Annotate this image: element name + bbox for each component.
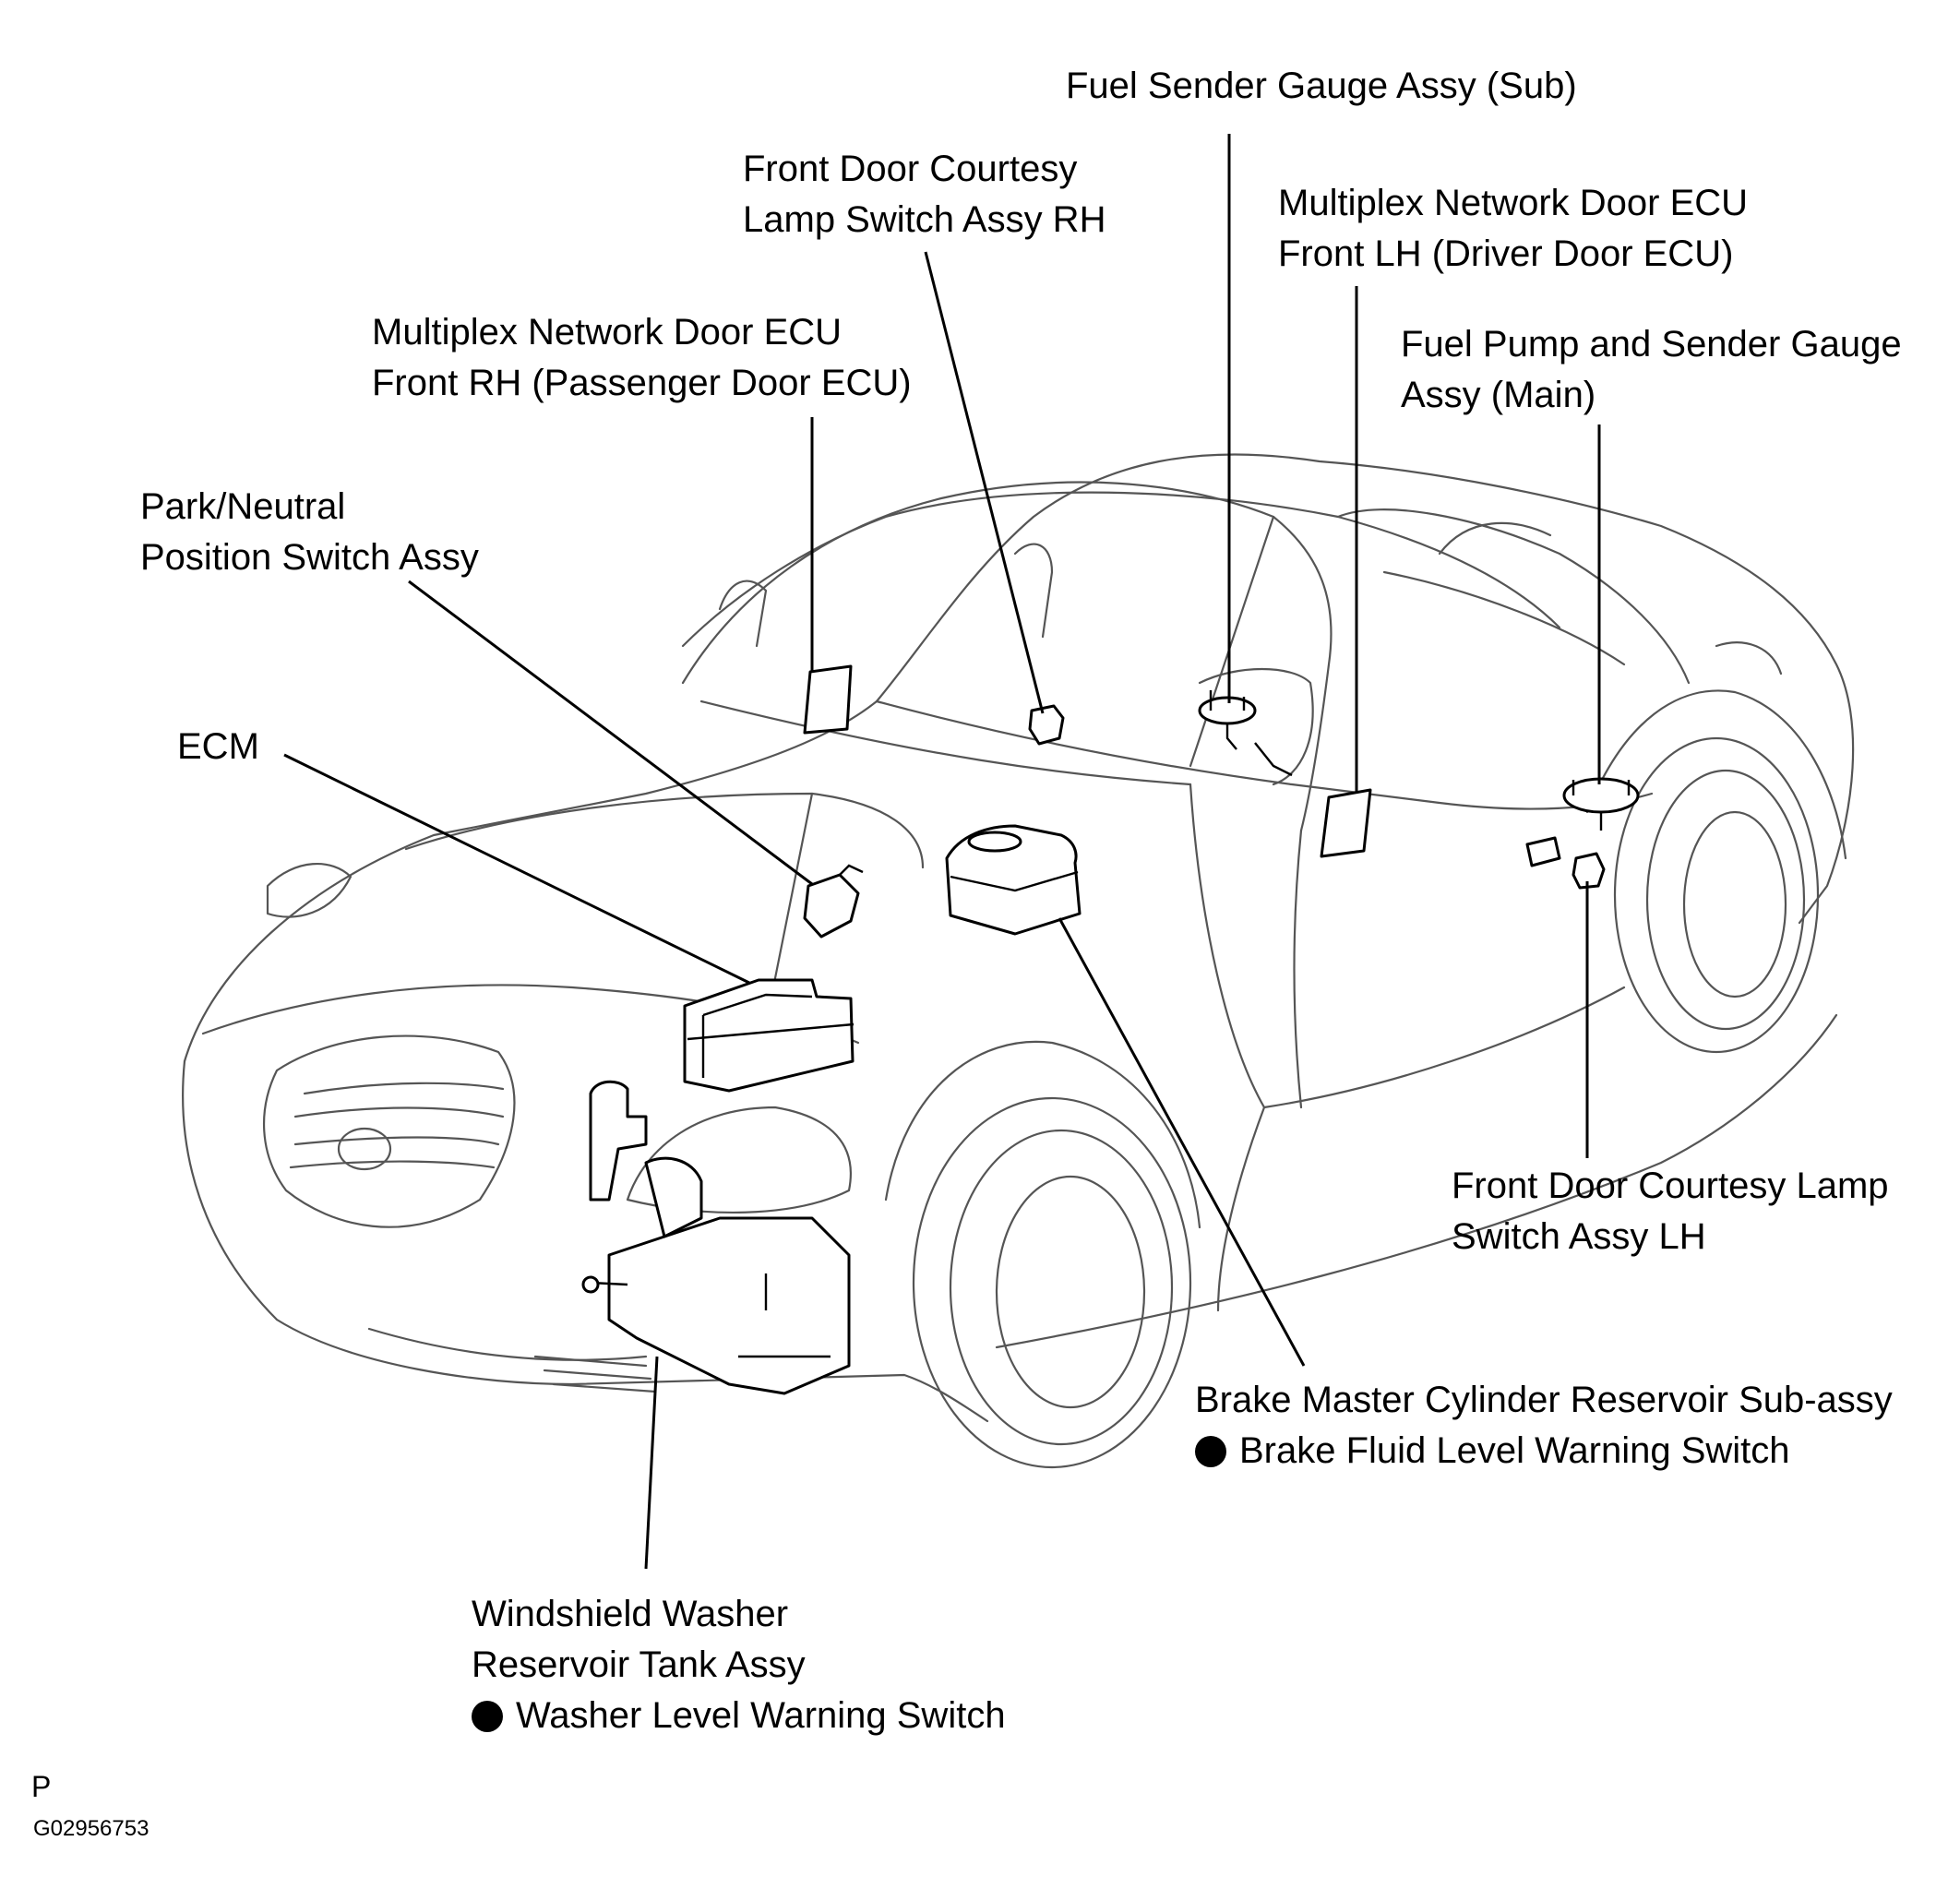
label-park-neutral-switch-line-2: Position Switch Assy — [140, 537, 479, 578]
label-door-ecu-front-rh-line-1: Multiplex Network Door ECU — [372, 312, 843, 353]
label-washer-tank-line-3: Washer Level Warning Switch — [472, 1691, 1006, 1741]
bullet-icon — [472, 1701, 503, 1732]
label-door-ecu-front-lh-line-1: Multiplex Network Door ECU — [1278, 183, 1749, 223]
car-body-outline — [182, 453, 1855, 1469]
label-door-ecu-front-rh: Multiplex Network Door ECU Front RH (Pas… — [372, 307, 912, 409]
label-brake-reservoir-line-2-text: Brake Fluid Level Warning Switch — [1239, 1430, 1790, 1471]
label-front-door-courtesy-rh-line-1: Front Door Courtesy — [743, 149, 1078, 189]
label-washer-tank-line-3-text: Washer Level Warning Switch — [516, 1695, 1006, 1736]
label-ecm-text: ECM — [177, 726, 259, 767]
label-front-door-courtesy-lh: Front Door Courtesy Lamp Switch Assy LH — [1452, 1161, 1889, 1262]
label-front-door-courtesy-lh-line-2: Switch Assy LH — [1452, 1216, 1706, 1257]
label-fuel-sender-sub: Fuel Sender Gauge Assy (Sub) — [1066, 61, 1577, 112]
leader-washer-tank — [644, 1356, 659, 1570]
label-door-ecu-front-lh-line-2: Front LH (Driver Door ECU) — [1278, 233, 1734, 274]
park-neutral-switch-part — [803, 864, 864, 939]
washer-tank-part — [581, 1080, 851, 1395]
front-door-courtesy-rh-part — [1028, 704, 1065, 746]
label-brake-reservoir-line-1: Brake Master Cylinder Reservoir Sub-assy — [1195, 1380, 1893, 1420]
label-washer-tank-line-2: Reservoir Tank Assy — [472, 1644, 806, 1685]
page-mark: P — [31, 1770, 52, 1803]
leader-park-neutral-switch — [408, 580, 813, 886]
door-ecu-front-lh-part — [1320, 788, 1372, 858]
fuel-sender-sub-part — [1198, 690, 1293, 777]
label-brake-reservoir: Brake Master Cylinder Reservoir Sub-assy… — [1195, 1375, 1893, 1477]
label-front-door-courtesy-rh: Front Door Courtesy Lamp Switch Assy RH — [743, 144, 1105, 245]
label-fuel-pump-main: Fuel Pump and Sender Gauge Assy (Main) — [1401, 319, 1902, 421]
leader-front-door-courtesy-rh — [924, 251, 1045, 714]
label-park-neutral-switch-line-1: Park/Neutral — [140, 486, 346, 527]
label-brake-reservoir-line-2: Brake Fluid Level Warning Switch — [1195, 1426, 1893, 1477]
leader-lines — [283, 134, 1601, 1570]
figure-code: G02956753 — [33, 1816, 149, 1841]
bullet-icon — [1195, 1436, 1226, 1467]
front-door-courtesy-lh-part — [1572, 852, 1606, 890]
label-front-door-courtesy-rh-line-2: Lamp Switch Assy RH — [743, 199, 1106, 240]
fuel-pump-main-part — [1525, 777, 1640, 867]
label-door-ecu-front-rh-line-2: Front RH (Passenger Door ECU) — [372, 363, 912, 403]
label-fuel-pump-main-line-1: Fuel Pump and Sender Gauge — [1401, 324, 1902, 365]
leader-ecm — [283, 753, 750, 985]
brake-reservoir-part — [945, 824, 1082, 936]
label-washer-tank: Windshield Washer Reservoir Tank Assy Wa… — [472, 1589, 1006, 1741]
label-washer-tank-line-1: Windshield Washer — [472, 1594, 789, 1634]
leader-brake-reservoir — [1058, 917, 1306, 1367]
label-ecm: ECM — [177, 722, 259, 772]
label-park-neutral-switch: Park/Neutral Position Switch Assy — [140, 482, 479, 583]
door-ecu-front-rh-part — [803, 664, 853, 735]
label-fuel-pump-main-line-2: Assy (Main) — [1401, 375, 1596, 415]
ecm-part — [683, 978, 855, 1093]
label-front-door-courtesy-lh-line-1: Front Door Courtesy Lamp — [1452, 1166, 1889, 1206]
label-door-ecu-front-lh: Multiplex Network Door ECU Front LH (Dri… — [1278, 178, 1748, 280]
label-fuel-sender-sub-line-1: Fuel Sender Gauge Assy (Sub) — [1066, 66, 1577, 106]
